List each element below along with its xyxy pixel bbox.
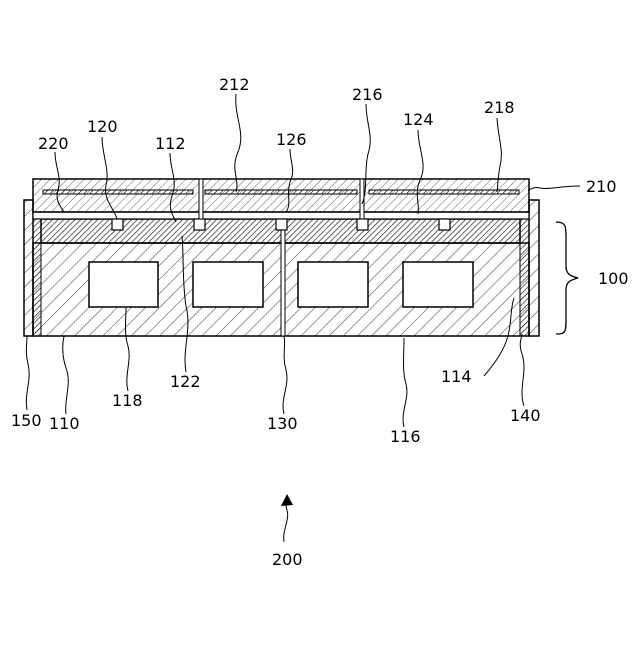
pad-2 (194, 219, 205, 230)
pad-3 (276, 219, 287, 230)
label-114: 114 (441, 367, 472, 386)
label-200: 200 (272, 550, 303, 569)
thin-layer (33, 212, 529, 219)
cavity-4 (403, 262, 473, 307)
label-112: 112 (155, 134, 186, 153)
leader-110 (63, 336, 69, 414)
label-130: 130 (267, 414, 298, 433)
label-150: 150 (11, 411, 42, 430)
side-wall-150 (24, 200, 33, 336)
label-100: 100 (598, 269, 629, 288)
bracket-100 (556, 222, 578, 334)
label-218: 218 (484, 98, 515, 117)
label-216: 216 (352, 85, 383, 104)
label-126: 126 (276, 130, 307, 149)
label-220: 220 (38, 134, 69, 153)
arrow-200 (281, 494, 293, 506)
label-210: 210 (586, 177, 617, 196)
label-124: 124 (403, 110, 434, 129)
label-110: 110 (49, 414, 80, 433)
leader-150 (26, 336, 29, 410)
channel-130 (281, 223, 285, 336)
label-122: 122 (170, 372, 201, 391)
cavity-2 (193, 262, 263, 307)
leader-130 (283, 336, 287, 414)
label-120: 120 (87, 117, 118, 136)
leader-140 (520, 334, 524, 406)
leader-212 (235, 94, 241, 192)
label-118: 118 (112, 391, 143, 410)
label-116: 116 (390, 427, 421, 446)
leader-116 (403, 338, 407, 427)
pad-5 (439, 219, 450, 230)
leader-210 (528, 186, 580, 190)
label-140: 140 (510, 406, 541, 425)
label-212: 212 (219, 75, 250, 94)
side-wall-right (529, 200, 539, 336)
cavity-3 (298, 262, 368, 307)
pad-1 (112, 219, 123, 230)
pad-4 (357, 219, 368, 230)
cavity-1 (89, 262, 158, 307)
